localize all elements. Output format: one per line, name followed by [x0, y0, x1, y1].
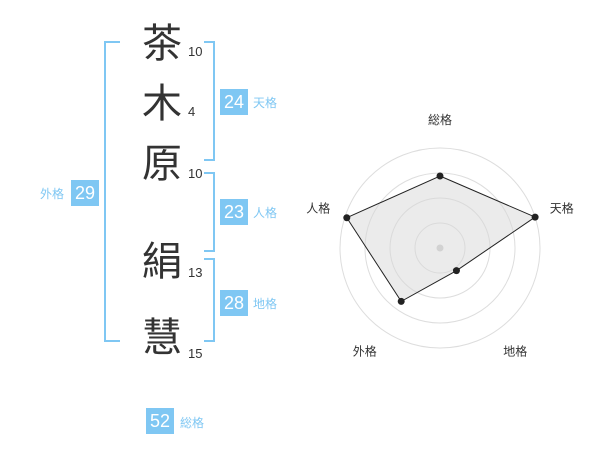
jinkaku-bracket: [204, 172, 215, 252]
radar-point-3: [452, 267, 460, 275]
radar-axis-label-4: 外格: [353, 344, 377, 359]
tenkaku-label: 天格: [253, 96, 278, 110]
name-char-4: 絹: [142, 239, 182, 285]
radar-data-points: [343, 172, 539, 305]
radar-axis-label-3: 地格: [503, 344, 527, 359]
soukaku-label: 総格: [180, 416, 205, 430]
stroke-count-3: 10: [188, 166, 203, 181]
stroke-count-5: 15: [188, 346, 203, 361]
name-char-3: 原: [142, 141, 182, 187]
jinkaku-label: 人格: [253, 206, 278, 220]
radar-point-4: [397, 297, 405, 305]
chikaku-bracket: [204, 258, 215, 342]
gaikaku-bracket: [104, 41, 120, 342]
gaikaku-label: 外格: [40, 187, 65, 201]
radar-point-2: [531, 213, 539, 221]
radar-point-1: [436, 172, 444, 180]
stroke-count-1: 10: [188, 44, 203, 59]
radar-point-5: [343, 214, 351, 222]
radar-axis-label-1: 総格: [428, 112, 452, 127]
tenkaku-bracket: [204, 41, 215, 161]
tenkaku-value: 24: [220, 89, 248, 115]
radar-axis-label-5: 人格: [306, 200, 330, 215]
chikaku-label: 地格: [253, 297, 278, 311]
radar-axis-label-2: 天格: [550, 200, 574, 215]
name-char-1: 茶: [142, 21, 182, 67]
radar-data-area: [346, 175, 537, 303]
chikaku-value: 28: [220, 290, 248, 316]
gaikaku-value: 29: [71, 180, 99, 206]
stroke-count-2: 4: [188, 104, 196, 119]
jinkaku-value: 23: [220, 199, 248, 225]
name-char-5: 慧: [142, 315, 182, 361]
stroke-count-4: 13: [188, 265, 203, 280]
soukaku-value: 52: [146, 408, 174, 434]
radar-ring-4: [339, 147, 541, 349]
name-char-2: 木: [142, 81, 182, 127]
